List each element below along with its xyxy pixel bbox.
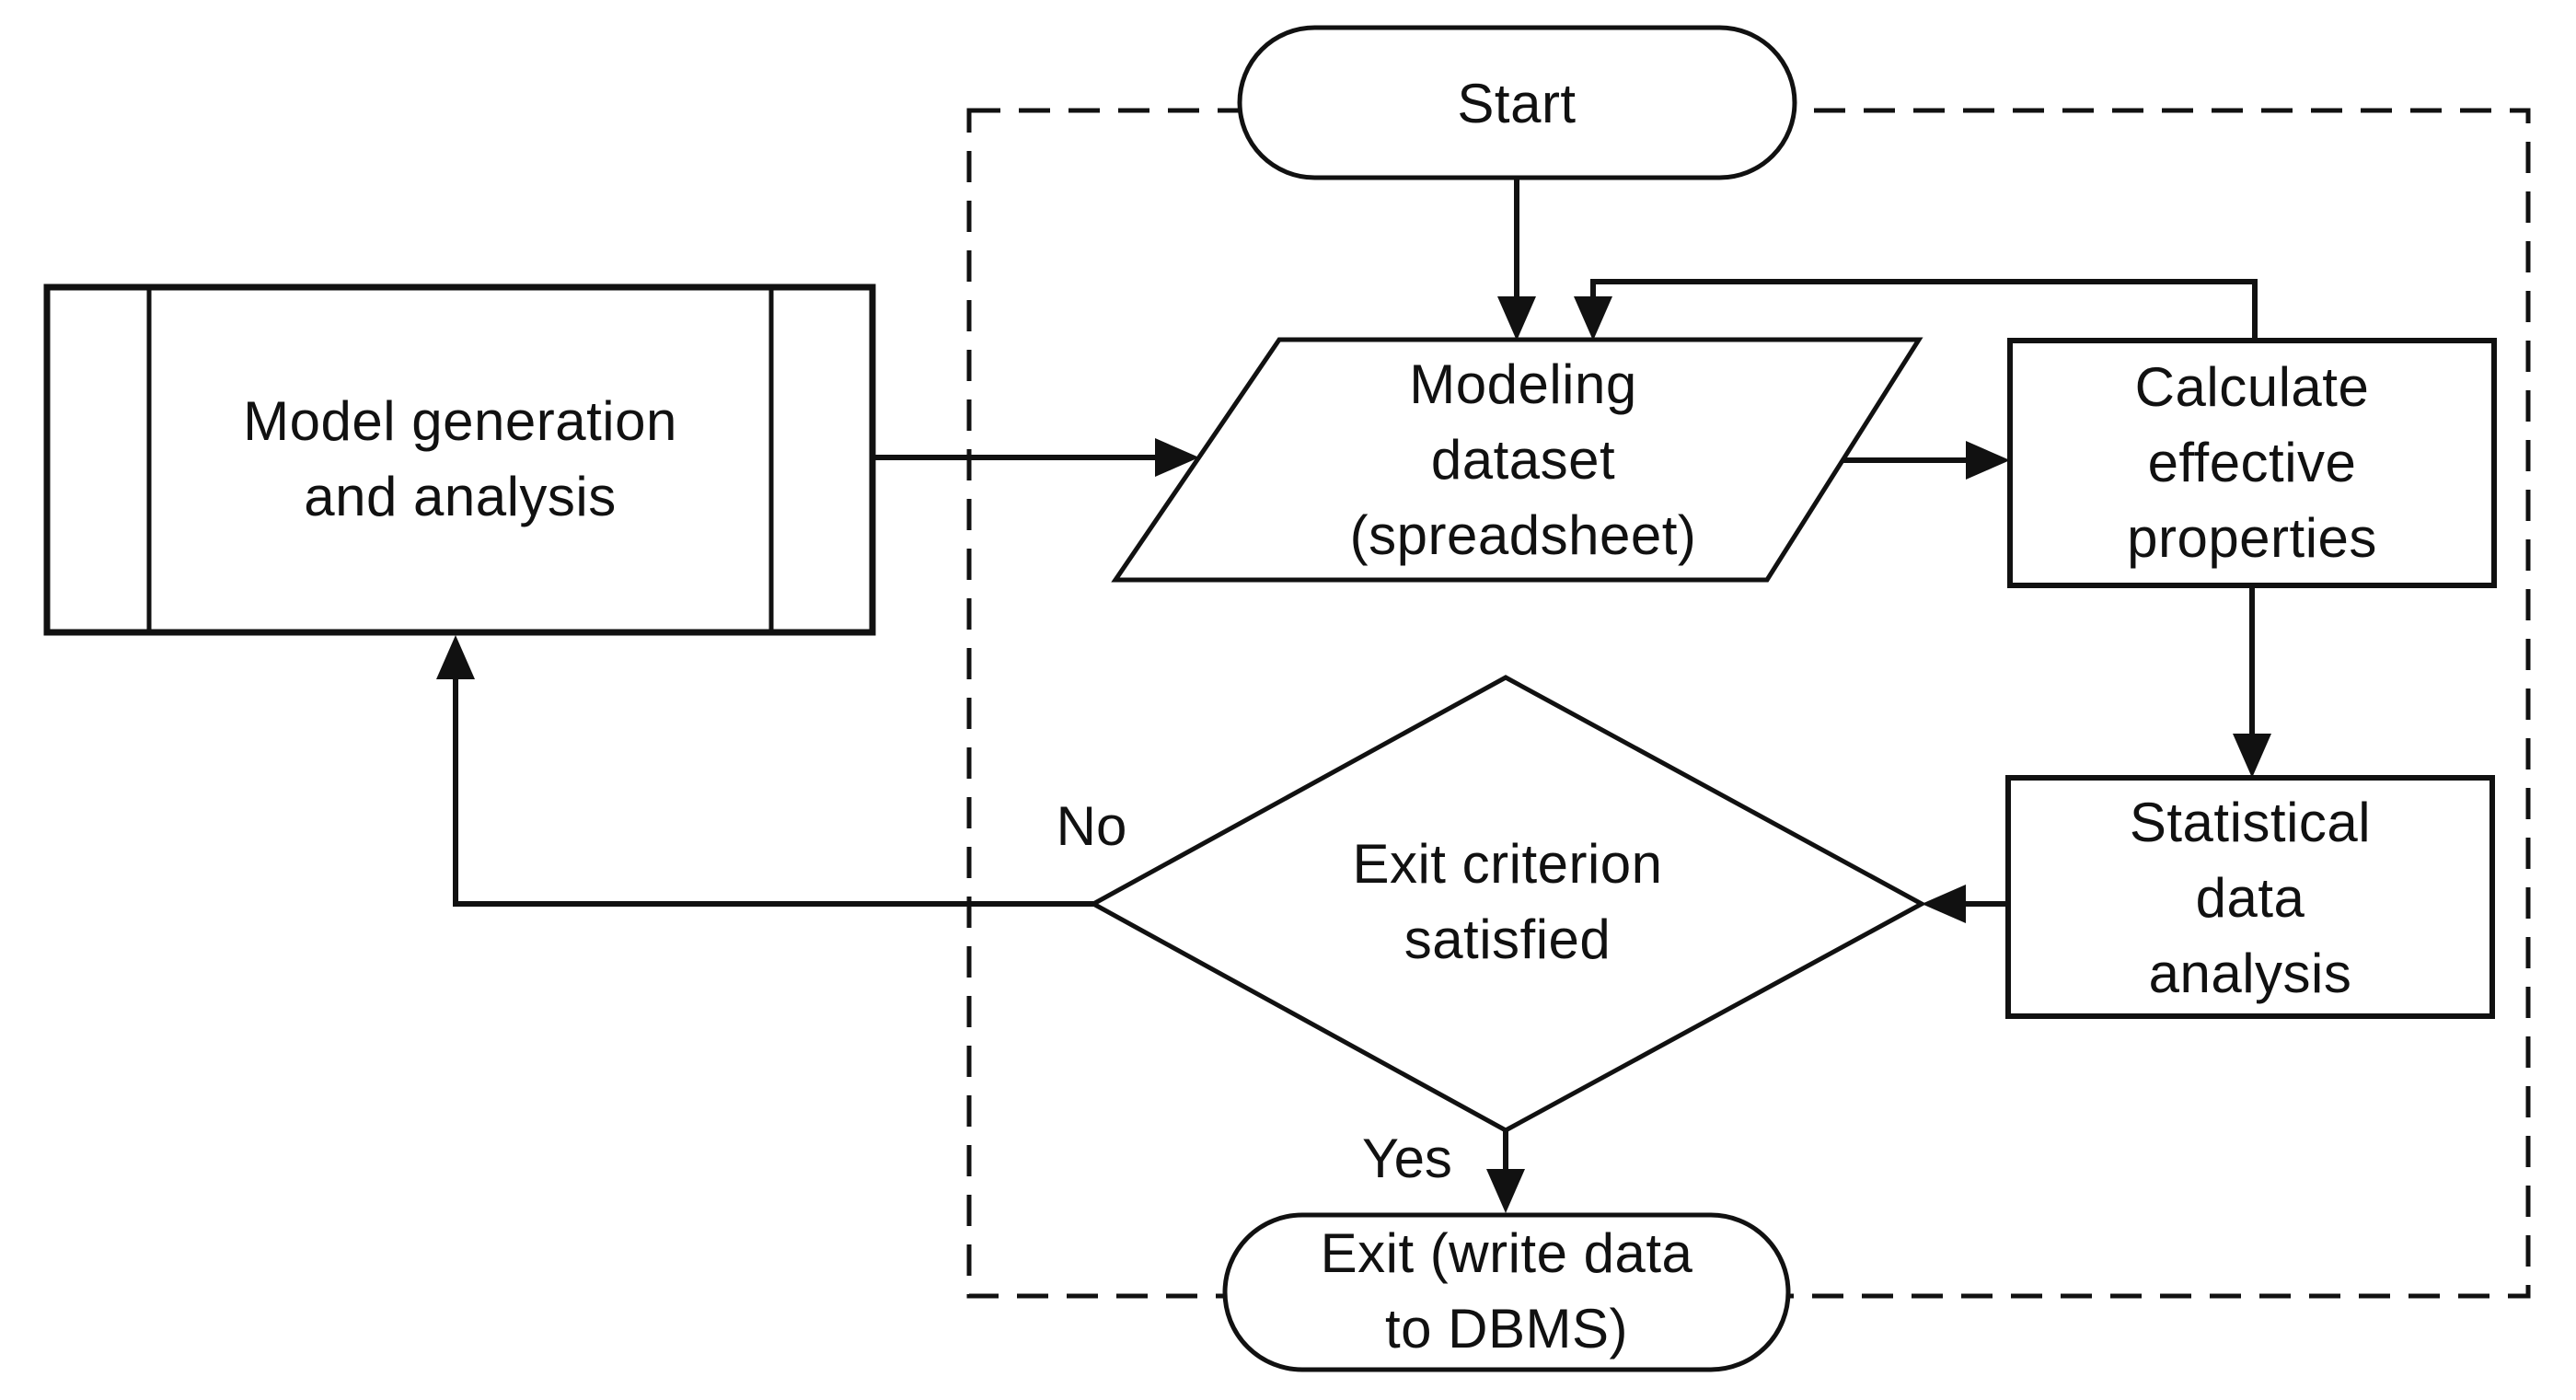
connectors [453,178,2258,1173]
terminator-start-shape [1237,25,1797,180]
node-shapes [43,25,2497,1372]
process-statistical-shape [2005,775,2495,1019]
arrowhead-into-exit [1486,1169,1525,1213]
data-parallelogram-shape [1111,337,1923,583]
process-calculate-shape [2007,338,2497,588]
arrowhead-into-calculate [1966,441,2010,480]
decision-diamond-shape [1088,675,1927,1133]
arrowhead-into-dataset-from-start [1497,296,1536,341]
calculate-properties-label: Calculate effective properties [2127,356,2377,569]
dashed-boundary [966,108,2531,1299]
terminator-exit-shape [1222,1212,1791,1372]
arrowhead-into-statistical [2233,734,2271,778]
arrowheads [436,296,2271,1213]
edge-label-no: No [1056,795,1127,857]
arrowhead-into-decision [1922,885,1966,923]
arrowhead-into-modelgen [436,635,475,679]
edge-label-yes: Yes [1362,1128,1452,1189]
edge-decision-no-to-modelgen [453,677,1093,907]
model-generation-label: Model generation and analysis [243,390,677,527]
arrowhead-into-dataset-from-feedback [1574,296,1612,341]
edge-feedback-calculate-to-dataset [1590,279,2258,342]
modeling-dataset-label: Modeling dataset (spreadsheet) [1349,353,1697,566]
predefined-process-modelgen-shape [43,283,876,636]
arrowhead-into-dataset-from-modelgen [1155,438,1199,477]
exit-label: Exit (write data to DBMS) [1320,1222,1693,1360]
statistical-analysis-label: Statistical data analysis [2129,792,2372,1004]
exit-decision-label: Exit criterion satisfied [1352,833,1663,970]
start-label: Start [1457,73,1577,134]
